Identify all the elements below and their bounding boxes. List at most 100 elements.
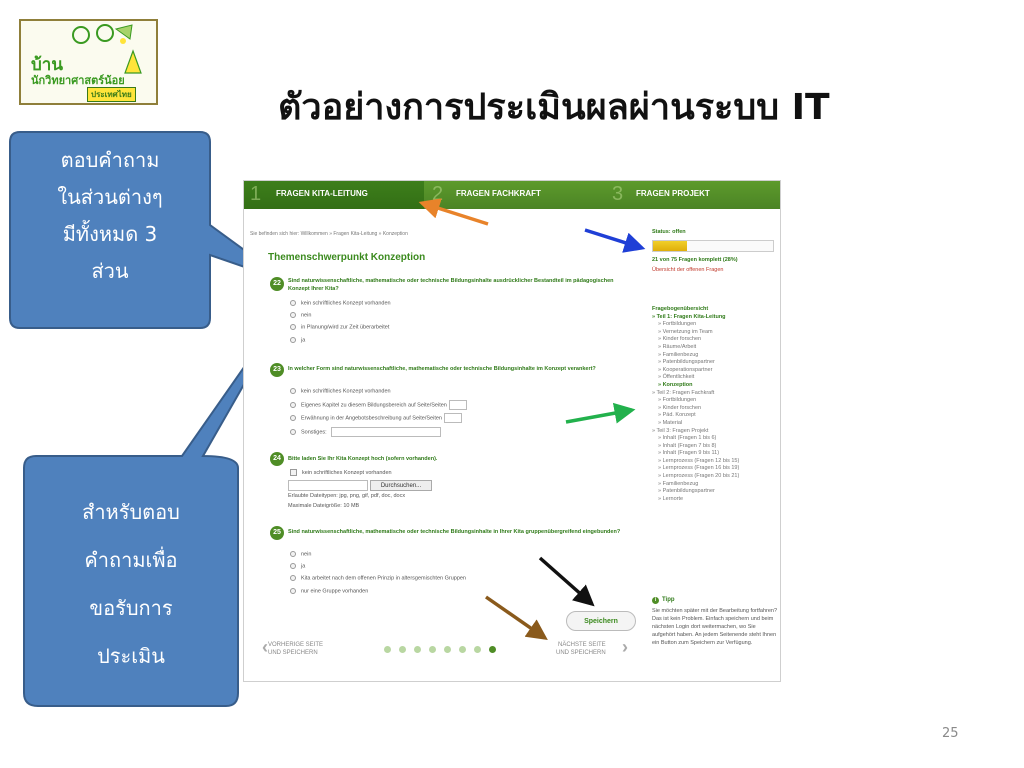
answer-option[interactable]: nein [290, 312, 311, 318]
sidebar-item[interactable]: » Lernprozess (Fragen 20 bis 21) [658, 473, 740, 480]
radio-button[interactable] [290, 551, 296, 557]
callout-top-line: ตอบคำถาม [60, 148, 160, 172]
option-label: Kita arbeitet nach dem offenen Prinzip i… [301, 575, 466, 582]
open-questions-link[interactable]: Übersicht der offenen Fragen [652, 267, 724, 273]
option-label: ja [301, 563, 306, 570]
tip-title: Tipp [662, 597, 675, 603]
question-text: Bitte laden Sie Ihr Kita Konzept hoch (s… [288, 456, 438, 462]
sidebar-item[interactable]: » Kinder forschen [658, 336, 702, 343]
radio-button[interactable] [290, 312, 296, 318]
option-label: Erwähnung in der Angebotsbeschreibung au… [301, 415, 442, 422]
page-dot[interactable] [474, 646, 481, 653]
radio-button[interactable] [290, 324, 296, 330]
sidebar-item[interactable]: » Teil 1: Fragen Kita-Leitung [652, 313, 726, 320]
answer-option[interactable]: Sonstiges: [290, 427, 441, 437]
sidebar-item[interactable]: » Patenbildungspartner [658, 488, 715, 495]
answer-option[interactable]: ja [290, 563, 305, 569]
answer-option[interactable]: Erwähnung in der Angebotsbeschreibung au… [290, 413, 462, 423]
callout-bottom-line: ประเมิน [97, 644, 165, 668]
sidebar-item[interactable]: » Fortbildungen [658, 397, 697, 404]
sidebar-item[interactable]: » Inhalt (Fragen 1 bis 6) [658, 435, 717, 442]
step-nav: 1 FRAGEN KITA-LEITUNG 2 FRAGEN FACHKRAFT… [244, 181, 780, 209]
radio-button[interactable] [290, 429, 296, 435]
sidebar-item[interactable]: » Kinder forschen [658, 404, 702, 411]
callout-top-line: ส่วน [91, 259, 129, 283]
page-dot[interactable] [444, 646, 451, 653]
tab-kita-leitung[interactable]: 1 FRAGEN KITA-LEITUNG [244, 181, 424, 209]
question-number: 22 [270, 277, 284, 291]
sidebar-item[interactable]: » Öffentlichkeit [658, 374, 695, 381]
info-icon: i [652, 597, 659, 604]
question-number: 24 [270, 452, 284, 466]
sidebar-konzeption[interactable]: » Konzeption [658, 381, 693, 388]
no-concept-checkbox-row[interactable]: kein schriftliches Konzept vorhanden [290, 469, 392, 476]
sidebar-item[interactable]: » Räume/Arbeit [658, 343, 697, 350]
sidebar-item[interactable]: » Fortbildungen [658, 321, 697, 328]
logo-line1: บ้าน [31, 55, 63, 75]
answer-option[interactable]: Kita arbeitet nach dem offenen Prinzip i… [290, 575, 466, 581]
tab-projekt[interactable]: 3 FRAGEN PROJEKT [604, 181, 780, 209]
checkbox[interactable] [290, 469, 297, 476]
sidebar-item[interactable]: » Inhalt (Fragen 7 bis 8) [658, 442, 717, 449]
radio-button[interactable] [290, 388, 296, 394]
chevron-right-icon[interactable]: › [622, 637, 628, 657]
page-dot[interactable] [459, 646, 466, 653]
radio-button[interactable] [290, 300, 296, 306]
filetypes-note: Erlaubte Dateitypen: jpg, png, gif, pdf,… [288, 493, 406, 499]
option-label: kein schriftliches Konzept vorhanden [301, 300, 391, 307]
sidebar-item[interactable]: » Lernorte [658, 495, 684, 502]
file-path-input[interactable] [288, 480, 368, 491]
next-line: NÄCHSTE SEITE [558, 642, 606, 648]
page-dot[interactable] [399, 646, 406, 653]
answer-option[interactable]: nein [290, 551, 311, 557]
answer-option[interactable]: ja [290, 337, 305, 343]
page-number-input[interactable] [448, 400, 467, 410]
save-button[interactable]: Speichern [566, 611, 636, 631]
radio-button[interactable] [290, 415, 296, 421]
other-text-input[interactable] [330, 427, 441, 437]
answer-option[interactable]: in Planung/wird zur Zeit überarbeitet [290, 324, 389, 330]
callout-top-line: ในส่วนต่างๆ [57, 185, 163, 209]
sidebar-item[interactable]: » Familienbezug [658, 351, 699, 358]
sidebar-item[interactable]: » Lernprozess (Fragen 16 bis 19) [658, 465, 740, 472]
page-dot-active[interactable] [489, 646, 496, 653]
callout-top-bubble [9, 131, 289, 329]
page-number: 25 [942, 726, 959, 741]
callout-bottom-line: ขอรับการ [89, 596, 173, 620]
page-dot[interactable] [414, 646, 421, 653]
radio-button[interactable] [290, 563, 296, 569]
answer-option[interactable]: Eigenes Kapitel zu diesem Bildungsbereic… [290, 400, 467, 410]
sidebar-item[interactable]: » Familienbezug [658, 480, 699, 487]
radio-button[interactable] [290, 337, 296, 343]
sidebar-item[interactable]: » Vernetzung im Team [658, 328, 713, 335]
radio-button[interactable] [290, 402, 296, 408]
answer-option[interactable]: kein schriftliches Konzept vorhanden [290, 300, 391, 306]
overview-header: Fragebogenübersicht [652, 306, 709, 312]
answer-option[interactable]: nur eine Gruppe vorhanden [290, 588, 368, 594]
browse-button[interactable]: Durchsuchen... [370, 480, 432, 491]
page-dot[interactable] [429, 646, 436, 653]
sidebar-item[interactable]: » Teil 3: Fragen Projekt [652, 427, 709, 434]
option-label: nein [301, 312, 312, 319]
callout-bottom-line: สำหรับตอบ [82, 500, 180, 524]
page-dot[interactable] [384, 646, 391, 653]
sidebar-item[interactable]: » Kooperationspartner [658, 366, 713, 373]
radio-button[interactable] [290, 575, 296, 581]
tab-fachkraft[interactable]: 2 FRAGEN FACHKRAFT [424, 181, 604, 209]
sidebar-item[interactable]: » Teil 2: Fragen Fachkraft [652, 389, 715, 396]
sidebar-item[interactable]: » Lernprozess (Fragen 12 bis 15) [658, 457, 740, 464]
radio-button[interactable] [290, 588, 296, 594]
prev-line: UND SPEICHERN [268, 650, 318, 656]
questionnaire-screenshot: 1 FRAGEN KITA-LEITUNG 2 FRAGEN FACHKRAFT… [243, 180, 781, 682]
sidebar-item[interactable]: » Patenbildungspartner [658, 359, 715, 366]
sidebar-item[interactable]: » Päd. Konzept [658, 412, 696, 419]
chevron-left-icon[interactable]: ‹ [262, 637, 268, 657]
sidebar-item[interactable]: » Inhalt (Fragen 9 bis 11) [658, 450, 720, 457]
page-number-input[interactable] [443, 413, 462, 423]
sidebar-item[interactable]: » Material [658, 419, 683, 426]
next-page-button[interactable]: NÄCHSTE SEITE UND SPEICHERN [556, 641, 606, 657]
answer-option[interactable]: kein schriftliches Konzept vorhanden [290, 388, 391, 394]
progress-bar [652, 240, 774, 252]
prev-page-button[interactable]: VORHERIGE SEITE UND SPEICHERN [268, 641, 323, 657]
option-label: Sonstiges: [301, 429, 327, 436]
